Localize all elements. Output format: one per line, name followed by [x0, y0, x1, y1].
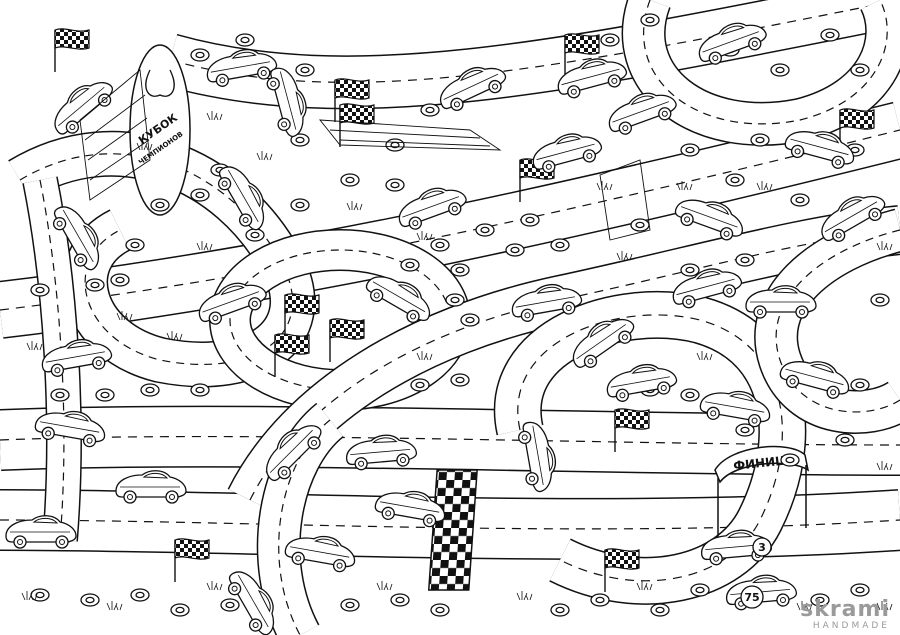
- race-cars: [5, 22, 886, 635]
- watermark: skrami HANDMADE: [800, 597, 890, 632]
- car-number-badges: 3 75: [740, 537, 772, 609]
- watermark-sub: HANDMADE: [812, 621, 890, 631]
- car-number-75: 75: [744, 591, 759, 604]
- finish-arch-label: ФИНИШ: [733, 453, 791, 473]
- watermark-brand: skrami: [800, 597, 890, 622]
- car-number-3: 3: [758, 541, 766, 554]
- finish-line-strip: [427, 469, 478, 591]
- road-right-loop: [754, 208, 900, 434]
- road-top-right-loop: [621, 0, 900, 146]
- tyre-stacks: [30, 13, 890, 617]
- grass-tufts: [21, 111, 893, 611]
- brick-walls: [79, 69, 651, 241]
- cup-sign: КУБОК ЧЕМПИОНОВ: [129, 44, 191, 216]
